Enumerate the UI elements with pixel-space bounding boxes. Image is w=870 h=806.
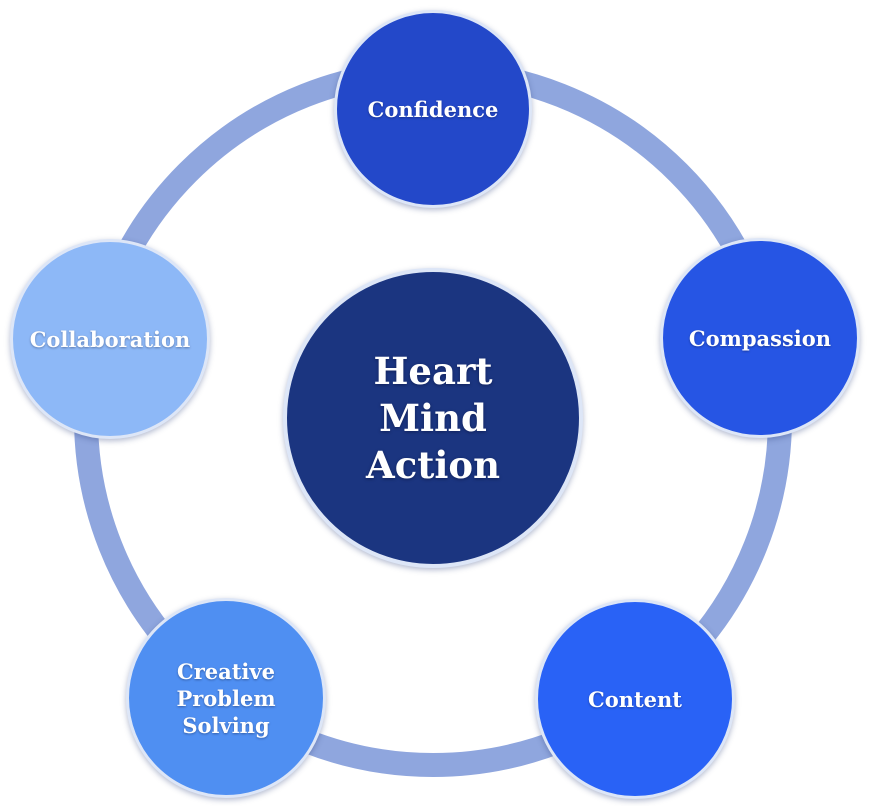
center-label: Heart Mind Action bbox=[366, 348, 500, 487]
node-creative-label: Creative Problem Solving bbox=[176, 658, 276, 738]
node-compassion: Compassion bbox=[660, 238, 860, 438]
node-collaboration-label: Collaboration bbox=[29, 326, 191, 352]
node-creative-problem-solving: Creative Problem Solving bbox=[126, 598, 326, 798]
node-content-label: Content bbox=[587, 686, 683, 712]
node-confidence-label: Confidence bbox=[367, 96, 499, 122]
node-confidence: Confidence bbox=[334, 10, 532, 208]
center-node: Heart Mind Action bbox=[283, 268, 583, 568]
node-content: Content bbox=[535, 599, 735, 799]
node-compassion-label: Compassion bbox=[688, 325, 832, 351]
node-collaboration: Collaboration bbox=[10, 239, 210, 439]
